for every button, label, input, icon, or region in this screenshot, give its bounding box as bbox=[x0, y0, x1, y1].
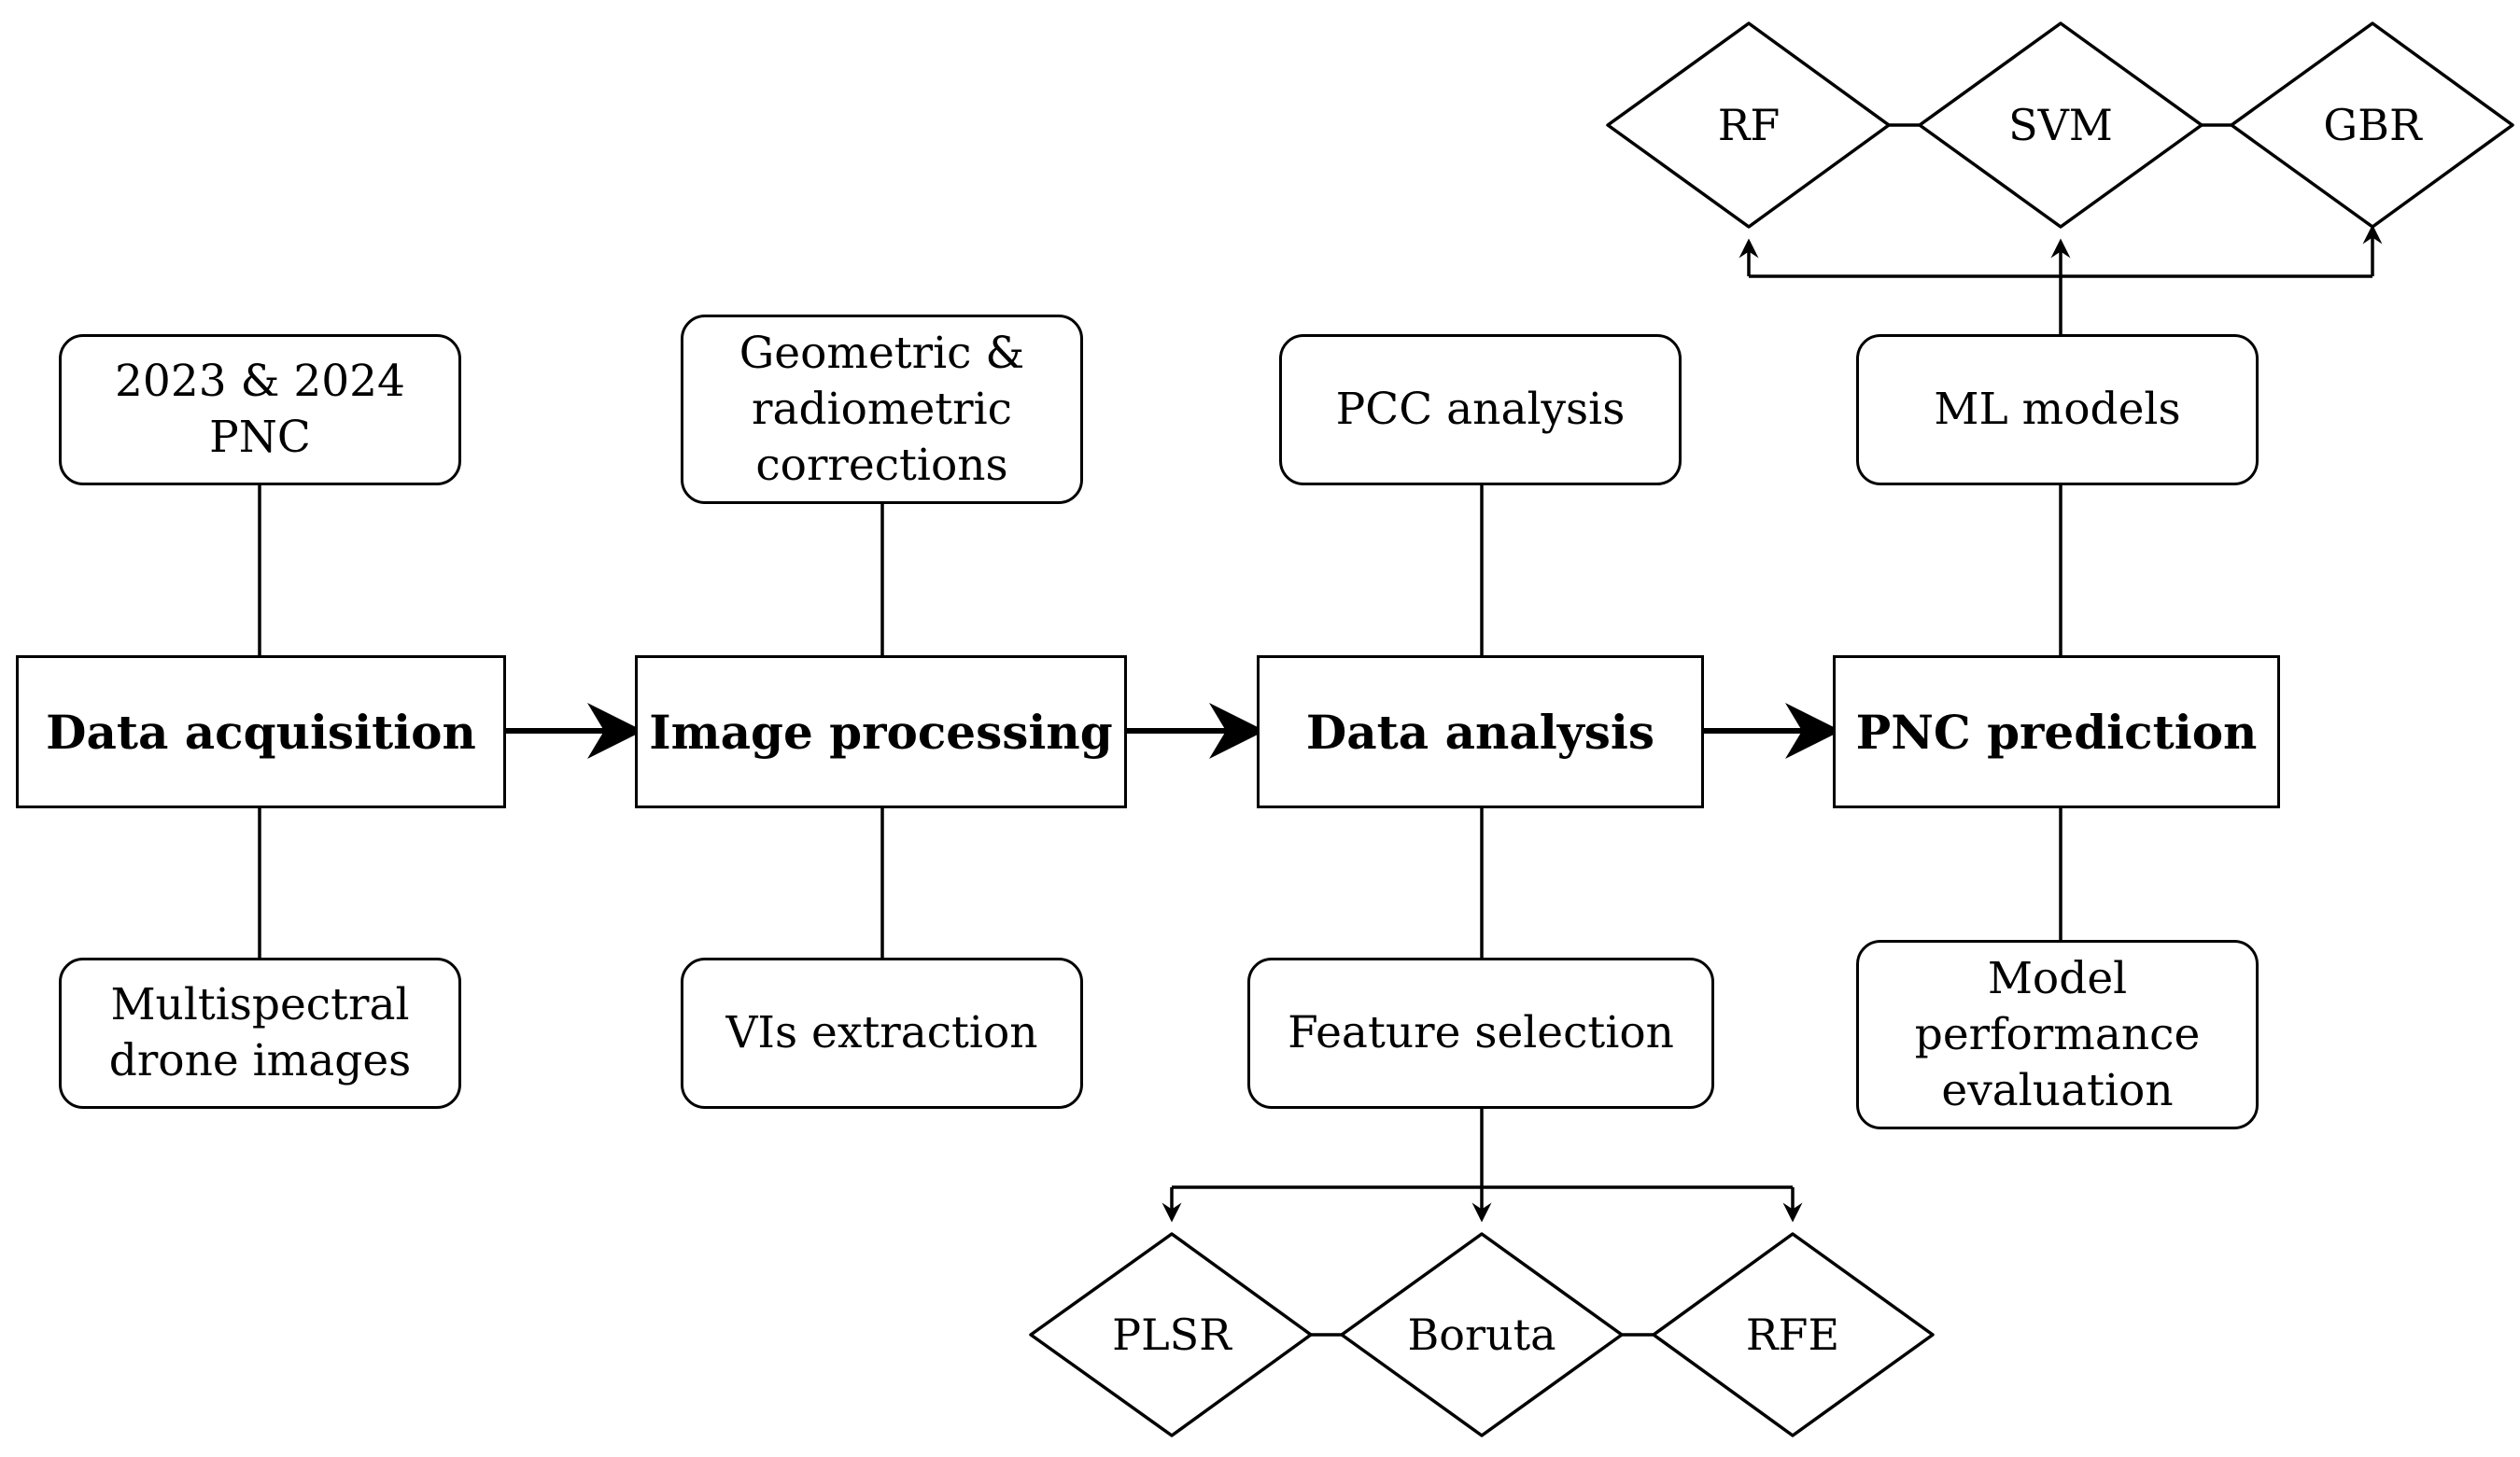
main-step-data-acquisition: Data acquisition bbox=[16, 655, 506, 808]
model-label-rf: RF bbox=[1717, 100, 1781, 150]
output-box-drone-images: Multispectral drone images bbox=[59, 958, 461, 1109]
diamond-shape bbox=[2230, 21, 2514, 229]
input-box-pnc-data: 2023 & 2024 PNC bbox=[59, 334, 461, 485]
input-box-pcc-analysis: PCC analysis bbox=[1279, 334, 1682, 485]
diamond-shape bbox=[1029, 1232, 1313, 1437]
model-label-svm: SVM bbox=[2008, 100, 2113, 150]
output-box-model-evaluation: Model performance evaluation bbox=[1856, 940, 2259, 1129]
method-label-rfe: RFE bbox=[1745, 1310, 1840, 1360]
diamond-shape bbox=[1606, 21, 1891, 229]
diamond-shape bbox=[1918, 21, 2203, 229]
diamond-shape bbox=[1340, 1232, 1624, 1437]
main-step-pnc-prediction: PNC prediction bbox=[1833, 655, 2280, 808]
model-label-gbr: GBR bbox=[2323, 100, 2422, 150]
input-box-corrections: Geometric & radiometric corrections bbox=[681, 315, 1083, 504]
method-label-plsr: PLSR bbox=[1112, 1310, 1232, 1360]
method-label-boruta: Boruta bbox=[1407, 1310, 1556, 1360]
output-box-feature-selection: Feature selection bbox=[1247, 958, 1714, 1109]
diamond-shape bbox=[1652, 1232, 1935, 1437]
main-step-data-analysis: Data analysis bbox=[1257, 655, 1704, 808]
input-box-ml-models: ML models bbox=[1856, 334, 2259, 485]
main-step-image-processing: Image processing bbox=[635, 655, 1127, 808]
output-box-vis-extraction: VIs extraction bbox=[681, 958, 1083, 1109]
